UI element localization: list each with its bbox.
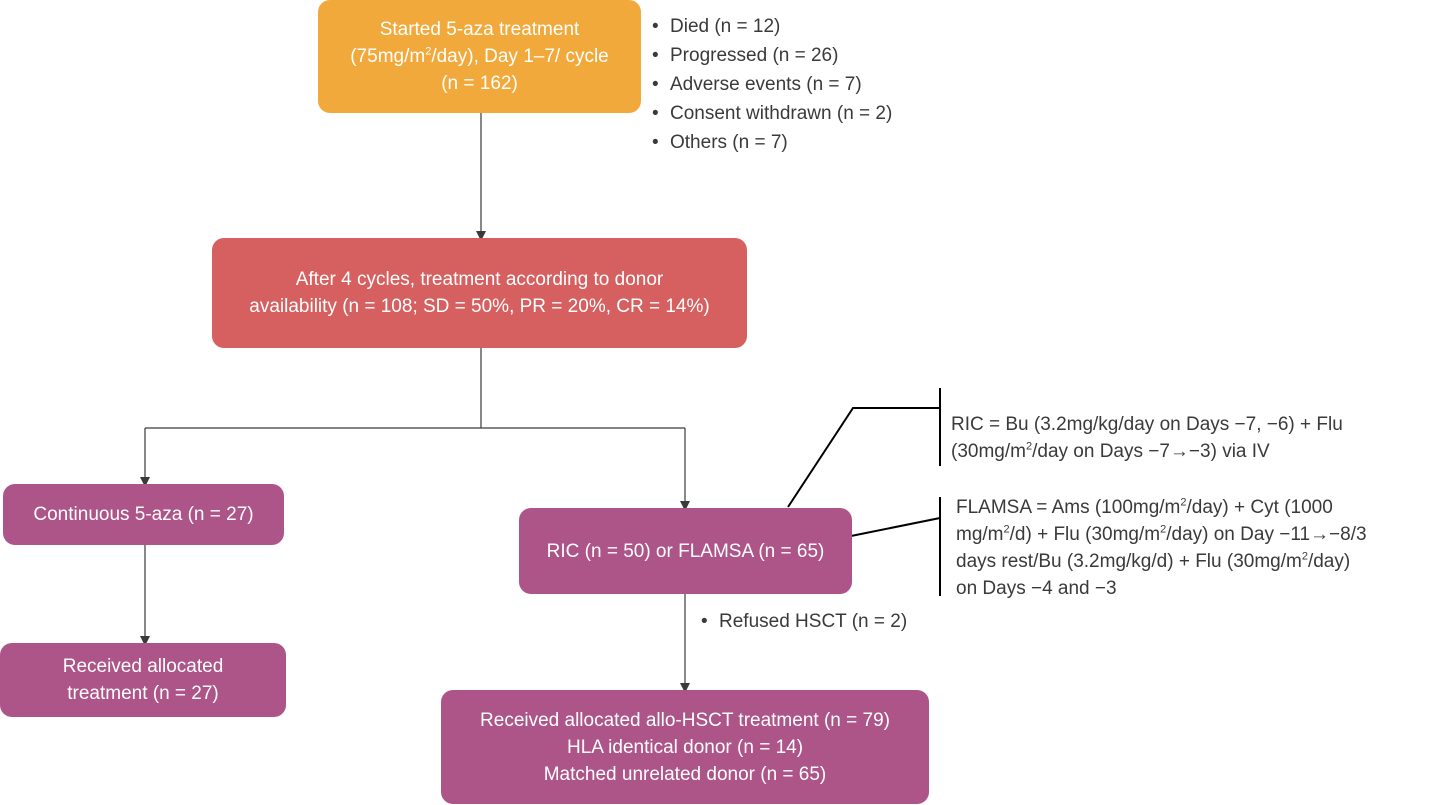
refused-note: Refused HSCT (n = 2) — [701, 607, 907, 636]
start-line2: (75mg/m2/day), Day 1–7/ cycle — [350, 45, 609, 67]
start-line1: Started 5-aza treatment — [379, 19, 580, 40]
cycles-line1: After 4 cycles, treatment according to d… — [295, 269, 664, 290]
ric-regimen-note: RIC = Bu (3.2mg/kg/day on Days −7, −6) +… — [951, 411, 1343, 465]
dropout-died: Died (n = 12) — [652, 12, 892, 41]
ric-note-connector — [787, 407, 940, 508]
ric-note-line1: RIC = Bu (3.2mg/kg/day on Days −7, −6) +… — [951, 414, 1343, 435]
received-line2: treatment (n = 27) — [67, 683, 219, 704]
hsct-line3: Matched unrelated donor (n = 65) — [543, 763, 827, 785]
ric-flamsa-box: RIC (n = 50) or FLAMSA (n = 65) — [519, 508, 852, 594]
flamsa-note-connector — [850, 517, 941, 537]
allo-hsct-box: Received allocated allo-HSCT treatment (… — [441, 690, 929, 804]
dropout-progressed: Progressed (n = 26) — [652, 41, 892, 70]
continuous-label: Continuous 5-aza (n = 27) — [33, 504, 254, 525]
flamsa-note-line4: on Days −4 and −3 — [956, 578, 1117, 599]
ric-flamsa-label: RIC (n = 50) or FLAMSA (n = 65) — [546, 540, 825, 562]
hsct-line1: Received allocated allo-HSCT treatment (… — [480, 709, 890, 731]
flamsa-note-line1: FLAMSA = Ams (100mg/m2/day) + Cyt (1000 — [956, 496, 1333, 518]
ric-note-line2: (30mg/m2/day on Days −7→−3) via IV — [951, 440, 1270, 462]
after-cycles-box: After 4 cycles, treatment according to d… — [212, 238, 747, 348]
received-treatment-box: Received allocated treatment (n = 27) — [0, 643, 286, 717]
refused-hsct: Refused HSCT (n = 2) — [701, 607, 907, 636]
received-line1: Received allocated — [62, 656, 224, 677]
dropout-adverse-events: Adverse events (n = 7) — [652, 70, 892, 99]
cycles-line2: availability (n = 108; SD = 50%, PR = 20… — [249, 296, 710, 317]
dropout-list: Died (n = 12) Progressed (n = 26) Advers… — [652, 12, 892, 157]
flamsa-note-line2: mg/m2/d) + Flu (30mg/m2/day) on Day −11→… — [956, 523, 1367, 545]
dropout-consent-withdrawn: Consent withdrawn (n = 2) — [652, 99, 892, 128]
flamsa-note-line3: days rest/Bu (3.2mg/kg/d) + Flu (30mg/m2… — [956, 550, 1351, 572]
dropout-others: Others (n = 7) — [652, 128, 892, 157]
flamsa-regimen-note: FLAMSA = Ams (100mg/m2/day) + Cyt (1000 … — [956, 494, 1367, 602]
hsct-line2: HLA identical donor (n = 14) — [566, 736, 804, 758]
start-treatment-box: Started 5-aza treatment (75mg/m2/day), D… — [318, 0, 641, 113]
start-line3: (n = 162) — [441, 73, 518, 94]
continuous-aza-box: Continuous 5-aza (n = 27) — [3, 484, 284, 545]
